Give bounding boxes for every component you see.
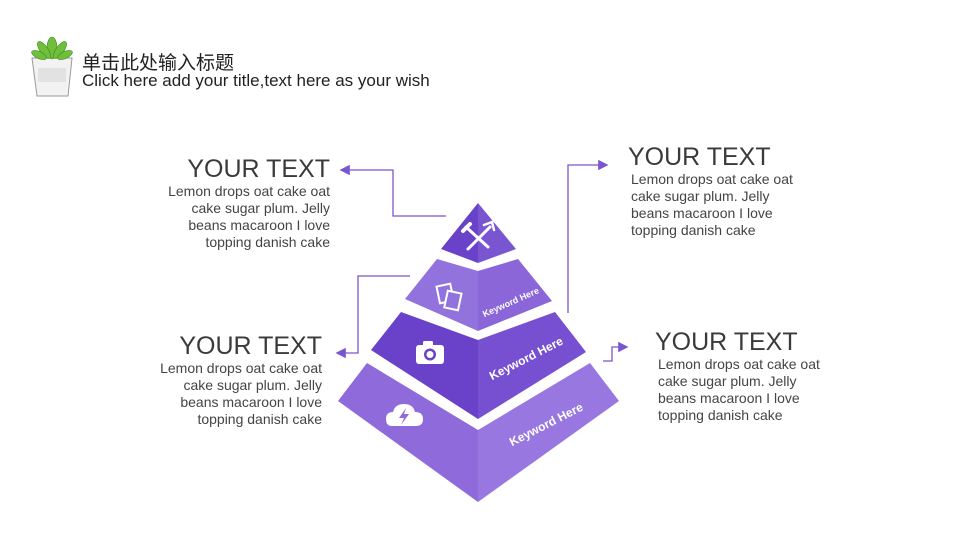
pyramid-tier-2-right	[478, 259, 552, 331]
block-line: topping danish cake	[197, 411, 322, 427]
connector-top-left	[339, 164, 446, 217]
pyramid-tier-4-right	[478, 363, 619, 502]
block-line: beans macaroon I love	[180, 394, 322, 410]
block-line: topping danish cake	[205, 234, 330, 250]
block-line: topping danish cake	[658, 407, 783, 423]
connector-mid-left	[335, 275, 410, 359]
block-line: cake sugar plum. Jelly	[183, 377, 322, 393]
pyramid-tier-2-left	[405, 259, 478, 331]
page-title-cn: 单击此处输入标题	[82, 53, 235, 74]
pyramid-tier-3-left	[371, 312, 478, 419]
block-line: topping danish cake	[631, 222, 756, 238]
block-line: beans macaroon I love	[658, 390, 800, 406]
block-line: cake sugar plum. Jelly	[631, 188, 770, 204]
block-line: Lemon drops oat cake oat	[658, 356, 820, 372]
block-line: Lemon drops oat cake oat	[168, 183, 330, 199]
text-block-top-left: YOUR TEXT Lemon drops oat cake oat cake …	[168, 155, 330, 251]
block-line: Lemon drops oat cake oat	[631, 171, 793, 187]
text-block-bottom-right: YOUR TEXT Lemon drops oat cake oat cake …	[655, 328, 820, 424]
connector-top-right	[567, 159, 609, 313]
connector-bottom-right	[603, 341, 629, 362]
block-line: cake sugar plum. Jelly	[191, 200, 330, 216]
block-line: beans macaroon I love	[631, 205, 773, 221]
block-heading: YOUR TEXT	[628, 143, 771, 171]
text-block-bottom-left: YOUR TEXT Lemon drops oat cake oat cake …	[160, 332, 322, 428]
block-line: beans macaroon I love	[188, 217, 330, 233]
block-line: Lemon drops oat cake oat	[160, 360, 322, 376]
pyramid-tier-4-left	[338, 363, 478, 502]
block-heading: YOUR TEXT	[179, 332, 322, 360]
block-heading: YOUR TEXT	[655, 328, 798, 356]
pyramid-tier-3-right	[478, 312, 586, 419]
camera-icon	[416, 341, 444, 364]
succulent-pot-icon	[28, 30, 78, 100]
tools-icon	[461, 220, 496, 251]
block-heading: YOUR TEXT	[187, 155, 330, 183]
text-block-top-right: YOUR TEXT Lemon drops oat cake oat cake …	[628, 143, 793, 239]
block-line: cake sugar plum. Jelly	[658, 373, 797, 389]
cloud-lightning-icon	[386, 404, 423, 426]
page-title-en: Click here add your title,text here as y…	[82, 71, 430, 90]
documents-icon	[435, 282, 463, 312]
